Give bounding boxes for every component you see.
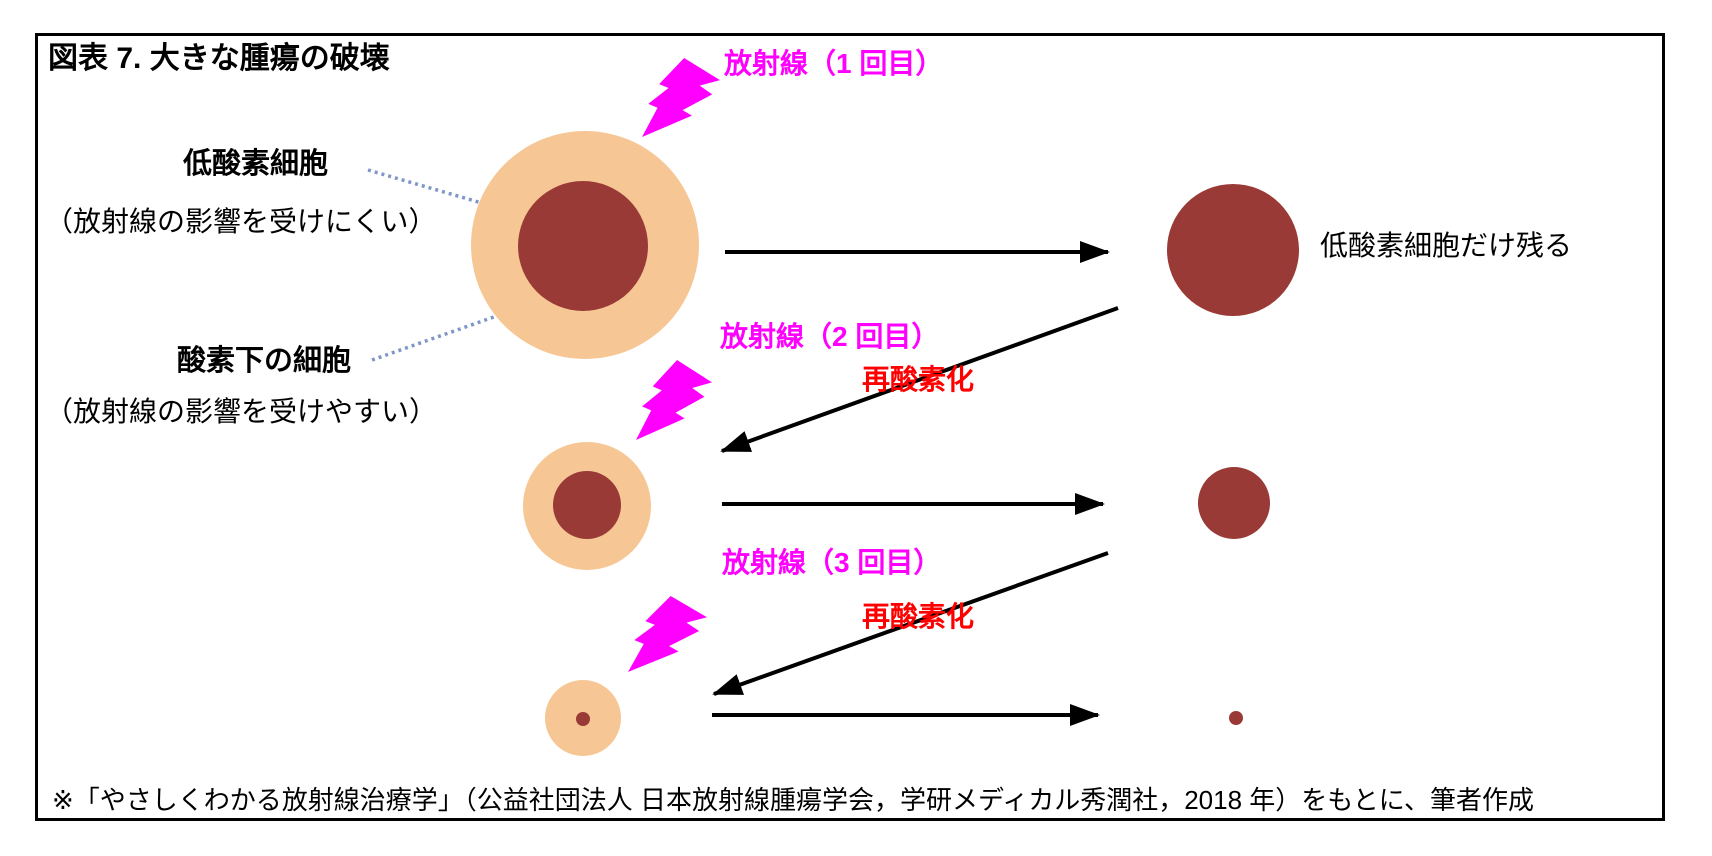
- remaining-hypoxic-cells-2: [1198, 467, 1270, 539]
- label-reoxygenation-1: 再酸素化: [862, 364, 975, 395]
- label-remaining-cells: 低酸素細胞だけ残る: [1320, 230, 1573, 261]
- tumor-small-hypoxic-core: [576, 712, 590, 726]
- leader-line-hypoxic: [367, 168, 576, 232]
- tumor-medium-hypoxic-core: [553, 471, 621, 539]
- lightning-bolt-icon-3: [628, 596, 707, 672]
- remaining-hypoxic-cells-1: [1167, 184, 1299, 316]
- remaining-hypoxic-cells-3: [1229, 711, 1243, 725]
- label-hypoxic-cell: 低酸素細胞: [183, 148, 329, 180]
- label-radiation-1: 放射線（1 回目）: [724, 48, 944, 79]
- leader-line-oxic: [371, 310, 509, 362]
- arrow-reoxygenation-1: [720, 306, 1119, 453]
- label-radiation-2: 放射線（2 回目）: [720, 321, 940, 352]
- label-oxic-cell: 酸素下の細胞: [177, 345, 352, 377]
- label-hypoxic-note: （放射線の影響を受けにくい）: [45, 206, 437, 237]
- lightning-bolt-icon-2: [636, 360, 712, 440]
- figure-title: 図表 7. 大きな腫瘍の破壊: [48, 42, 390, 75]
- label-oxic-note: （放射線の影響を受けやすい）: [45, 396, 438, 427]
- arrow-reoxygenation-2: [712, 551, 1109, 696]
- lightning-bolt-icon-1: [642, 58, 720, 137]
- label-reoxygenation-2: 再酸素化: [862, 601, 975, 632]
- tumor-large-hypoxic-core: [518, 181, 648, 311]
- figure-source-note: ※「やさしくわかる放射線治療学」（公益社団法人 日本放射線腫瘍学会，学研メディカ…: [52, 785, 1534, 815]
- figure-frame: [35, 33, 1665, 821]
- label-radiation-3: 放射線（3 回目）: [722, 547, 942, 578]
